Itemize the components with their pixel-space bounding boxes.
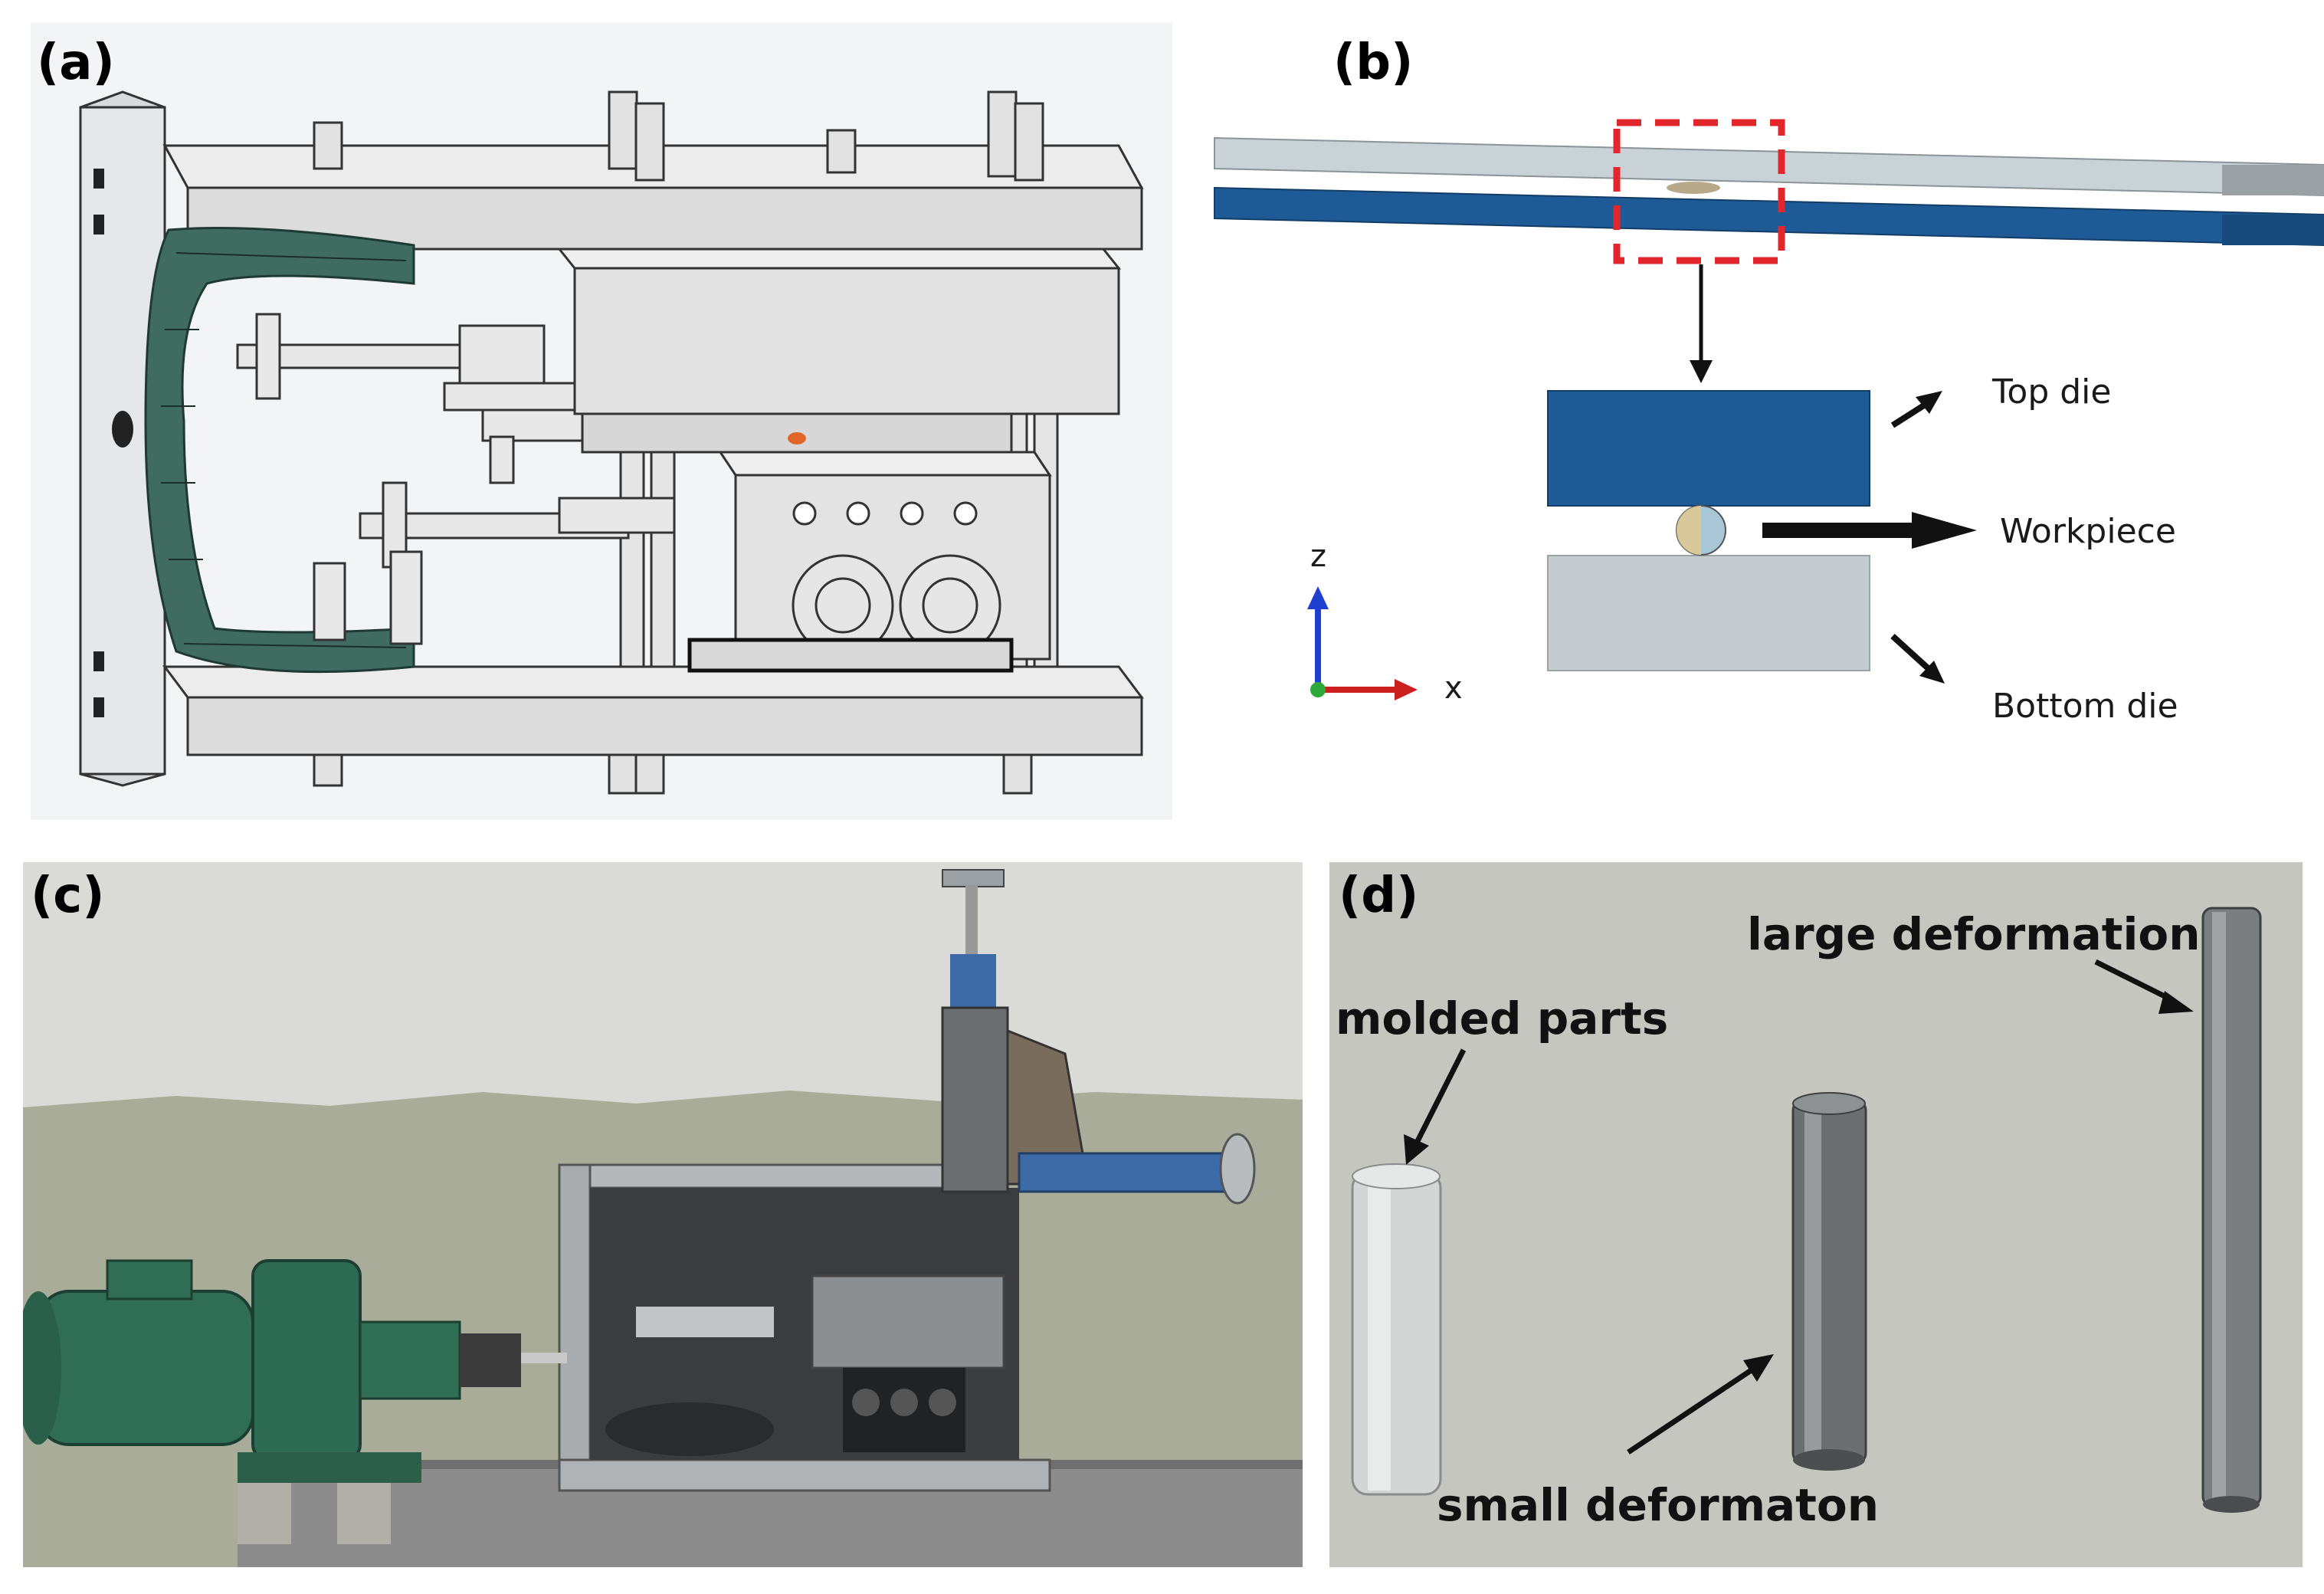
panel-label-d: (d) xyxy=(1339,868,1419,924)
workpiece-icon xyxy=(1676,505,1726,556)
panel-c: (c) xyxy=(23,862,1303,1567)
highlight-box xyxy=(1613,119,1785,264)
x-axis-label: x xyxy=(1444,671,1463,706)
apparatus-photo xyxy=(23,862,1303,1567)
panel-label-c: (c) xyxy=(31,868,105,924)
panel-label-a: (a) xyxy=(37,34,115,91)
large-deformation-part xyxy=(2201,907,2262,1513)
small-deformation-part xyxy=(1791,1092,1867,1471)
large-deformation-label: large deformation xyxy=(1747,908,2201,960)
panel-a: (a) xyxy=(31,23,1172,820)
parts-photo xyxy=(1329,862,2303,1567)
molded-parts-label: molded parts xyxy=(1336,992,1669,1045)
cad-model-drawing xyxy=(31,23,1172,820)
bottom-die xyxy=(1547,555,1870,671)
top-die xyxy=(1547,390,1870,507)
small-deformation-label: small deformaton xyxy=(1437,1479,1880,1531)
panel-d: (d) molded parts small deformaton large … xyxy=(1329,862,2303,1567)
panel-b: (b) Top die Workpiece Bottom die z x xyxy=(1195,23,2324,820)
z-axis-label: z xyxy=(1310,539,1326,574)
panel-label-b: (b) xyxy=(1333,34,1414,91)
axis-triad-icon xyxy=(1307,586,1418,700)
die-schematic xyxy=(1195,23,2324,820)
molded-part xyxy=(1351,1163,1442,1496)
workpiece-label: Workpiece xyxy=(2000,512,2176,551)
bottom-die-label: Bottom die xyxy=(1992,687,2178,726)
top-die-label: Top die xyxy=(1992,372,2112,412)
